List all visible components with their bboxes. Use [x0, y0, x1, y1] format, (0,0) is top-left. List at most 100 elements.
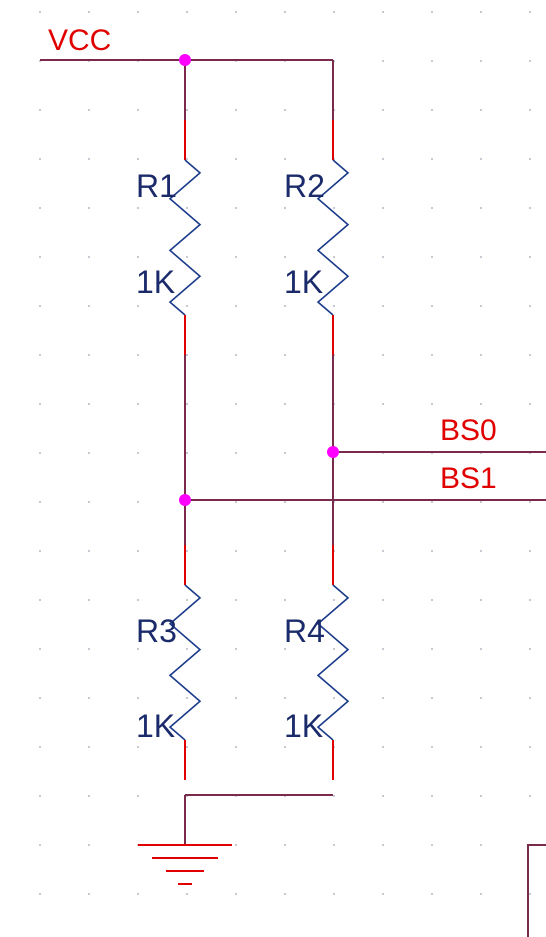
grid-dot [284, 305, 286, 307]
grid-dot [480, 256, 482, 258]
grid-dot [235, 599, 237, 601]
grid-dot [137, 501, 139, 503]
grid-dot [480, 746, 482, 748]
r3-ref-label: R3 [136, 613, 177, 649]
r2-value-label: 1K [284, 264, 323, 300]
grid-dot [88, 648, 90, 650]
grid-dot [235, 305, 237, 307]
grid-dot [39, 403, 41, 405]
grid-dot [39, 11, 41, 13]
grid-dot [480, 648, 482, 650]
grid-dot [480, 501, 482, 503]
grid-dot [88, 452, 90, 454]
grid-dot [431, 305, 433, 307]
grid-dot [186, 207, 188, 209]
grid-dot [235, 648, 237, 650]
grid-dot [39, 795, 41, 797]
grid-dot [529, 256, 531, 258]
bs1-net-label: BS1 [440, 462, 497, 495]
grid-dot [431, 550, 433, 552]
grid-dot [284, 11, 286, 13]
grid-dot [284, 256, 286, 258]
grid-dot [88, 599, 90, 601]
grid-dot [88, 207, 90, 209]
grid-dot [333, 11, 335, 13]
grid-dot [529, 893, 531, 895]
grid-dot [88, 11, 90, 13]
grid-dot [186, 109, 188, 111]
grid-dot [431, 746, 433, 748]
grid-dot [382, 305, 384, 307]
resistor-zigzag-icon [168, 584, 202, 741]
resistor-r4[interactable] [316, 545, 350, 780]
grid-dot [137, 648, 139, 650]
grid-dot [284, 354, 286, 356]
grid-dot [186, 893, 188, 895]
r1-ref-label: R1 [136, 168, 177, 204]
grid-dot [88, 550, 90, 552]
grid-dot [186, 256, 188, 258]
grid-dot [480, 207, 482, 209]
grid-dot [39, 648, 41, 650]
grid-dot [186, 158, 188, 160]
grid-dot [137, 550, 139, 552]
grid-dot [88, 501, 90, 503]
grid-dot [529, 697, 531, 699]
grid-dot [529, 60, 531, 62]
grid-dot [284, 844, 286, 846]
grid-dot [39, 746, 41, 748]
grid-dot [39, 452, 41, 454]
grid-dot [431, 648, 433, 650]
grid-dot [235, 207, 237, 209]
grid-dot [333, 648, 335, 650]
grid-dot [529, 550, 531, 552]
grid-dot [137, 158, 139, 160]
grid-dot [382, 403, 384, 405]
grid-dot [480, 354, 482, 356]
grid-dot [39, 256, 41, 258]
grid-dot [529, 207, 531, 209]
grid-dot [480, 11, 482, 13]
resistor-r2[interactable] [316, 120, 350, 355]
grid-dot [137, 452, 139, 454]
grid-dot [382, 746, 384, 748]
grid-dot [431, 844, 433, 846]
grid-dot [186, 403, 188, 405]
grid-dot [431, 893, 433, 895]
grid-dot [88, 109, 90, 111]
partial-component-outline [527, 844, 546, 937]
ground-icon[interactable] [138, 844, 232, 885]
resistor-r1[interactable] [168, 120, 202, 355]
grid-dot [529, 109, 531, 111]
grid-dot [137, 305, 139, 307]
grid-dot [88, 844, 90, 846]
grid-dots [39, 11, 531, 895]
grid-dot [284, 452, 286, 454]
grid-dot [333, 697, 335, 699]
grid-dot [529, 795, 531, 797]
grid-dot [382, 697, 384, 699]
grid-dot [529, 354, 531, 356]
grid-dot [431, 109, 433, 111]
grid-dot [235, 403, 237, 405]
grid-dot [333, 599, 335, 601]
grid-dot [137, 11, 139, 13]
grid-dot [431, 11, 433, 13]
grid-dot [382, 501, 384, 503]
grid-dot [39, 305, 41, 307]
bs0-net-label: BS0 [440, 414, 497, 447]
resistor-r3[interactable] [168, 545, 202, 780]
grid-dot [39, 844, 41, 846]
grid-dot [235, 158, 237, 160]
grid-dot [137, 256, 139, 258]
grid-dot [382, 795, 384, 797]
grid-dot [431, 795, 433, 797]
grid-dot [480, 795, 482, 797]
grid-dot [137, 697, 139, 699]
resistor-zigzag-icon [316, 159, 350, 316]
grid-dot [137, 893, 139, 895]
grid-dot [235, 893, 237, 895]
r1-value-label: 1K [136, 264, 175, 300]
grid-dot [39, 354, 41, 356]
